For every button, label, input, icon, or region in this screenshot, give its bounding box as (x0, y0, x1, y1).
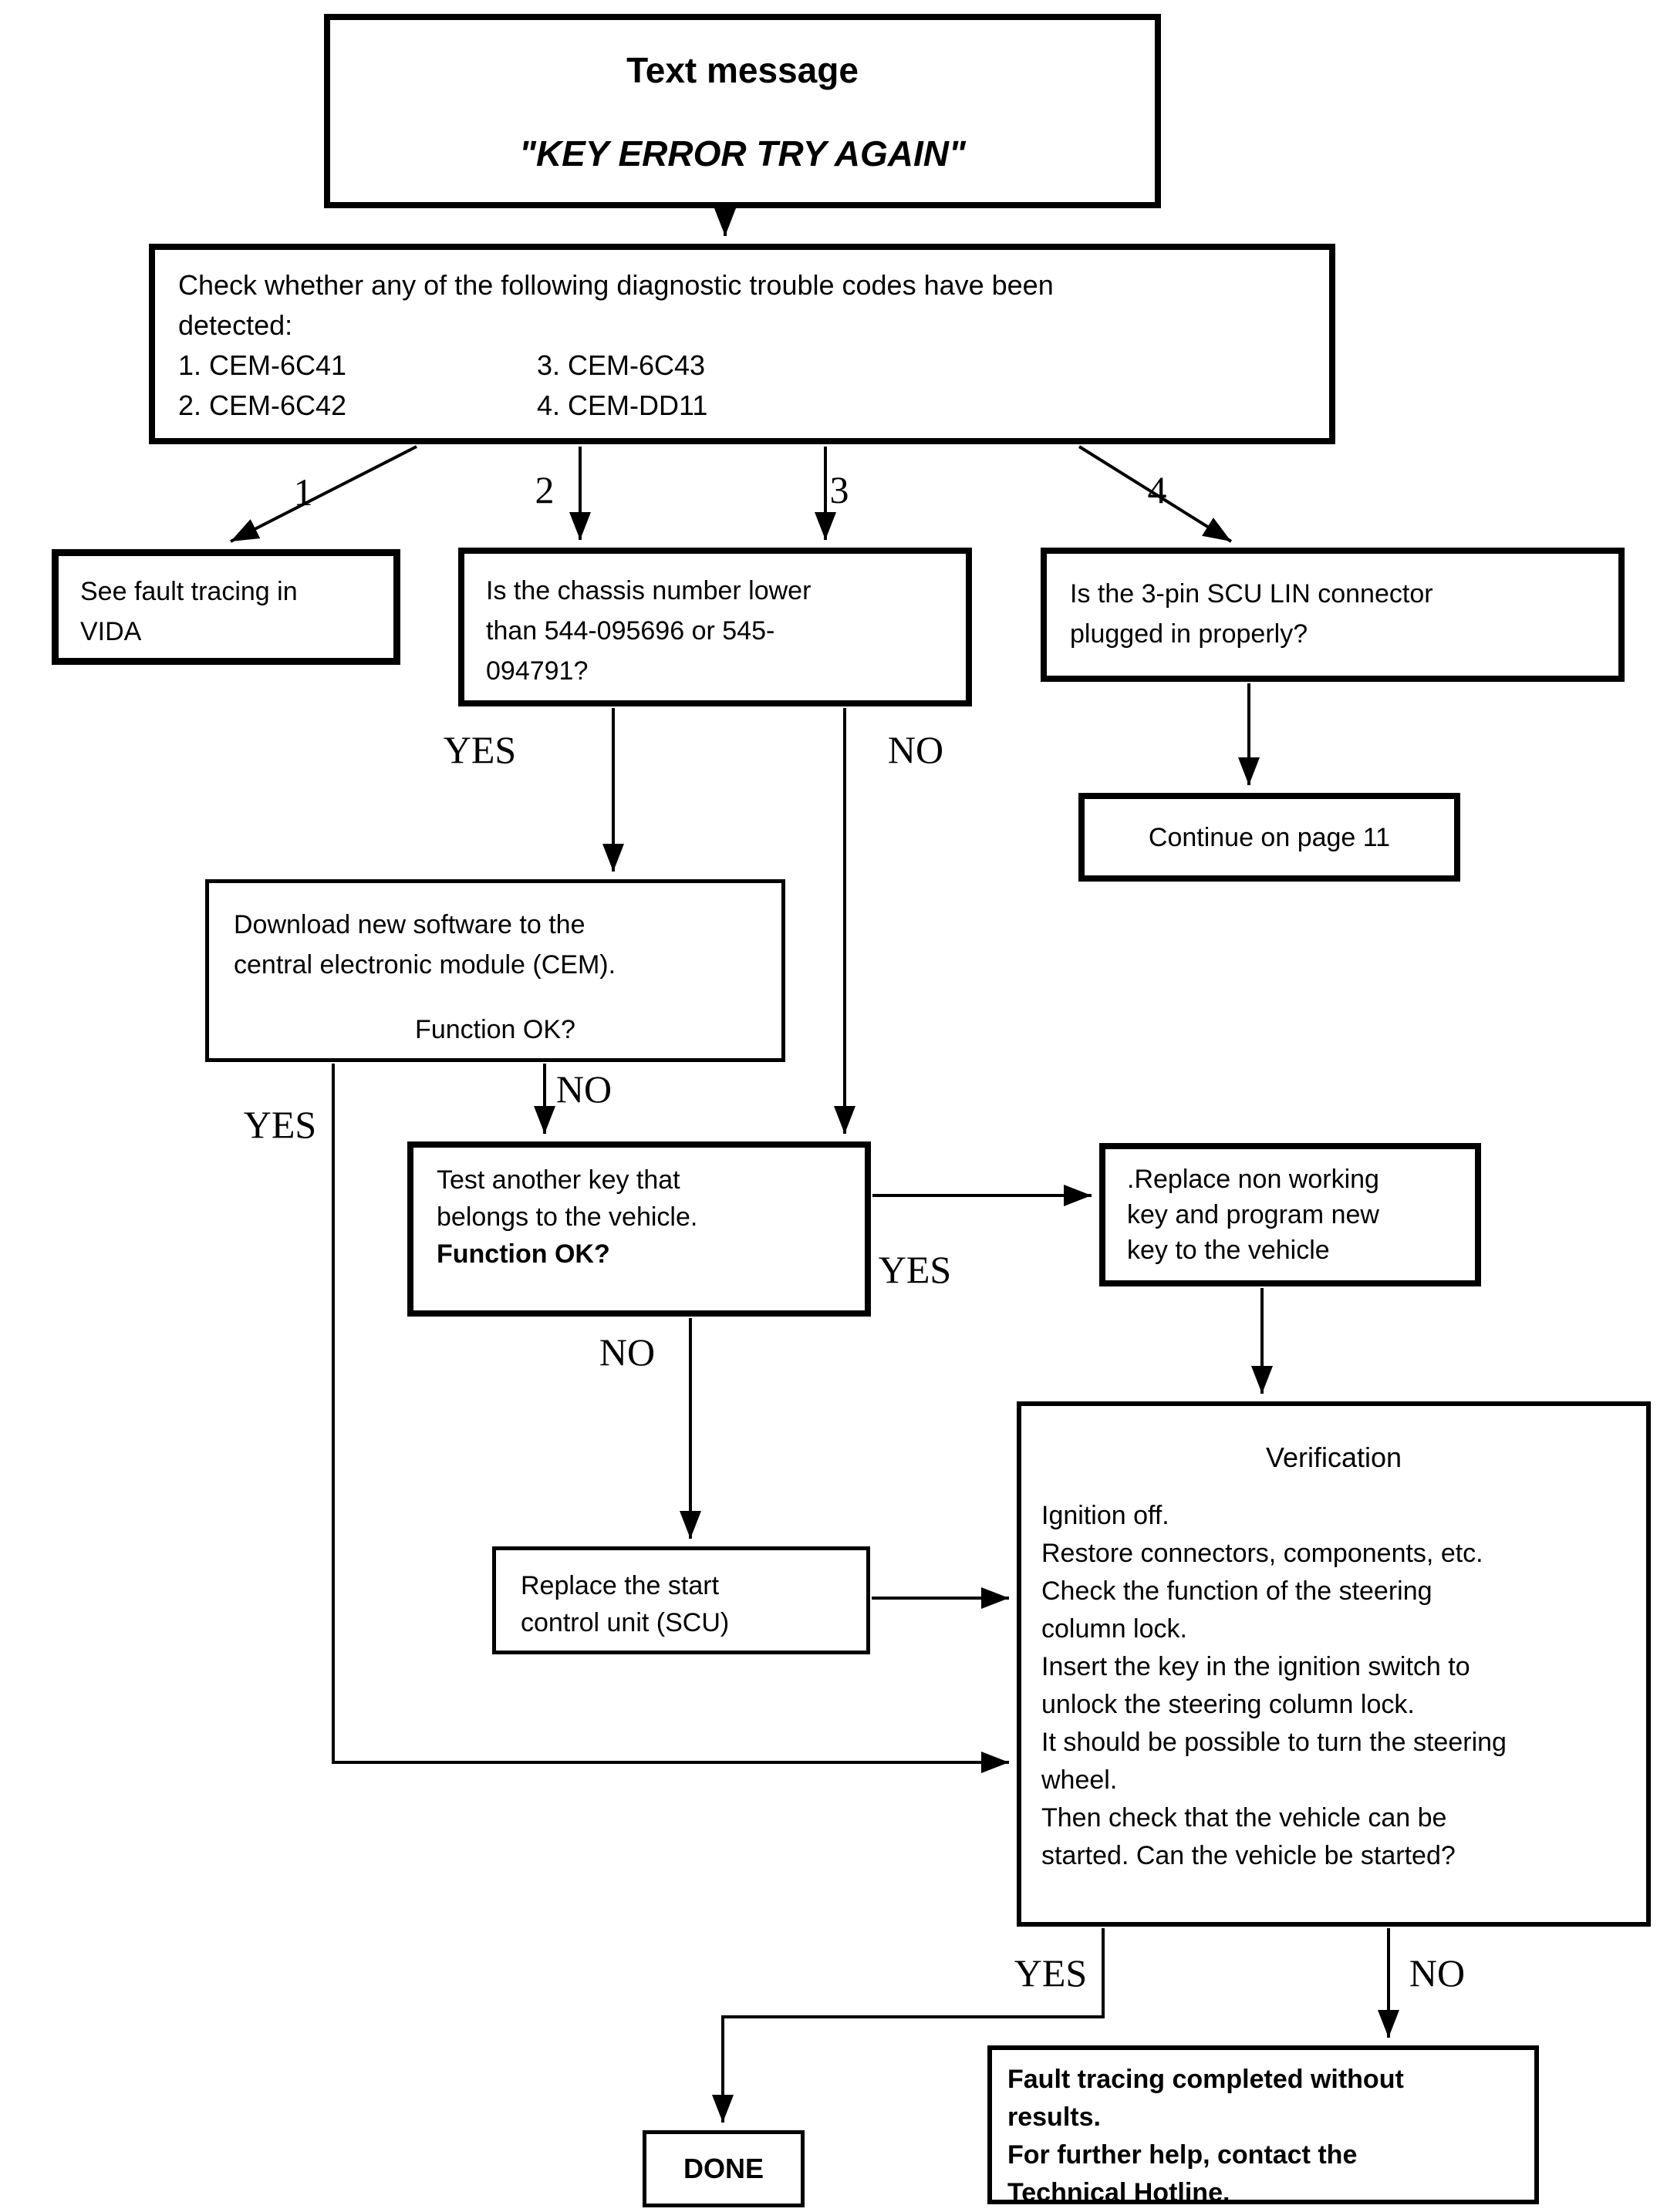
node-text-message: Text message "KEY ERROR TRY AGAIN" (324, 14, 1161, 208)
testkey-line: belongs to the vehicle. (437, 1202, 698, 1232)
node-continue-page-11: Continue on page 11 (1078, 793, 1460, 882)
scu-line: Replace the start (521, 1571, 720, 1600)
verification-yes-label: YES (1014, 1951, 1088, 1995)
download-no-label: NO (555, 1067, 612, 1111)
chassis-line: than 544-095696 or 545- (486, 616, 775, 646)
verification-line: Ignition off. (1041, 1501, 1169, 1530)
verification-title: Verification (1265, 1442, 1402, 1473)
node-test-another-key: Test another key that belongs to the veh… (407, 1141, 871, 1317)
node-see-vida: See fault tracing in VIDA (52, 549, 400, 665)
dtc-code: 4. CEM-DD11 (537, 389, 708, 421)
sculin-line: plugged in properly? (1070, 619, 1308, 649)
verification-line: Restore connectors, components, etc. (1041, 1539, 1483, 1568)
verification-line: Insert the key in the ignition switch to (1041, 1652, 1470, 1681)
vida-line: VIDA (80, 617, 142, 646)
verification-no-label: NO (1409, 1951, 1466, 1995)
chassis-line: 094791? (486, 656, 589, 686)
fault-line: Technical Hotline. (1007, 2178, 1230, 2207)
node-dtc-check: Check whether any of the following diagn… (149, 244, 1335, 444)
branch-label-2: 2 (535, 468, 555, 511)
fault-line: For further help, contact the (1007, 2140, 1358, 2170)
dtc-code-row: 1. CEM-6C41 3. CEM-6C43 (178, 346, 1306, 386)
verification-line: unlock the steering column lock. (1041, 1690, 1415, 1719)
vida-line: See fault tracing in (80, 577, 298, 606)
chassis-no-label: NO (887, 728, 944, 771)
node-fault-tracing-completed: Fault tracing completed without results.… (987, 2045, 1539, 2207)
testkey-yes-label: YES (878, 1248, 952, 1291)
download-yes-label: YES (243, 1103, 317, 1146)
dtc-code-row: 2. CEM-6C42 4. CEM-DD11 (178, 386, 1306, 426)
dtc-code: 1. CEM-6C41 (178, 349, 347, 381)
replacekey-line: .Replace non working (1127, 1165, 1379, 1194)
text-message-quote: "KEY ERROR TRY AGAIN" (519, 133, 966, 174)
done-text: DONE (683, 2153, 764, 2184)
chassis-yes-label: YES (443, 728, 517, 771)
download-line: central electronic module (CEM). (234, 950, 616, 980)
replacekey-line: key and program new (1127, 1200, 1379, 1229)
node-chassis-number-question: Is the chassis number lower than 544-095… (458, 548, 972, 706)
verification-line: Then check that the vehicle can be (1041, 1803, 1447, 1833)
scu-line: control unit (SCU) (521, 1608, 730, 1637)
verification-line: wheel. (1041, 1765, 1118, 1795)
verification-line: It should be possible to turn the steeri… (1041, 1728, 1507, 1757)
testkey-line: Test another key that (437, 1165, 680, 1195)
dtc-line: detected: (178, 309, 293, 341)
testkey-question: Function OK? (437, 1239, 610, 1269)
replacekey-line: key to the vehicle (1127, 1236, 1330, 1265)
fault-line: Fault tracing completed without (1007, 2065, 1404, 2094)
node-verification: Verification Ignition off. Restore conne… (1017, 1401, 1651, 1927)
branch-label-1: 1 (293, 470, 313, 514)
text-message-title: Text message (626, 50, 859, 90)
branch-label-3: 3 (829, 468, 849, 511)
edge-dtc-to-vida (230, 445, 417, 543)
node-replace-scu: Replace the start control unit (SCU) (492, 1546, 870, 1654)
node-download-software: Download new software to the central ele… (205, 879, 785, 1062)
fault-line: results. (1007, 2102, 1101, 2132)
dtc-code: 3. CEM-6C43 (537, 349, 706, 381)
testkey-no-label: NO (599, 1330, 656, 1374)
download-question: Function OK? (415, 1015, 575, 1044)
dtc-line: Check whether any of the following diagn… (178, 269, 1054, 301)
dtc-code: 2. CEM-6C42 (178, 389, 347, 421)
node-replace-key: .Replace non working key and program new… (1099, 1143, 1481, 1286)
verification-line: Check the function of the steering (1041, 1576, 1432, 1606)
continue-text: Continue on page 11 (1148, 822, 1391, 852)
branch-label-4: 4 (1147, 468, 1167, 511)
verification-line: started. Can the vehicle be started? (1041, 1841, 1456, 1870)
sculin-line: Is the 3-pin SCU LIN connector (1070, 579, 1433, 609)
verification-line: column lock. (1041, 1614, 1187, 1644)
node-scu-lin-connector-question: Is the 3-pin SCU LIN connector plugged i… (1041, 548, 1625, 682)
download-line: Download new software to the (234, 910, 585, 939)
chassis-line: Is the chassis number lower (486, 576, 812, 605)
node-done: DONE (643, 2130, 805, 2207)
